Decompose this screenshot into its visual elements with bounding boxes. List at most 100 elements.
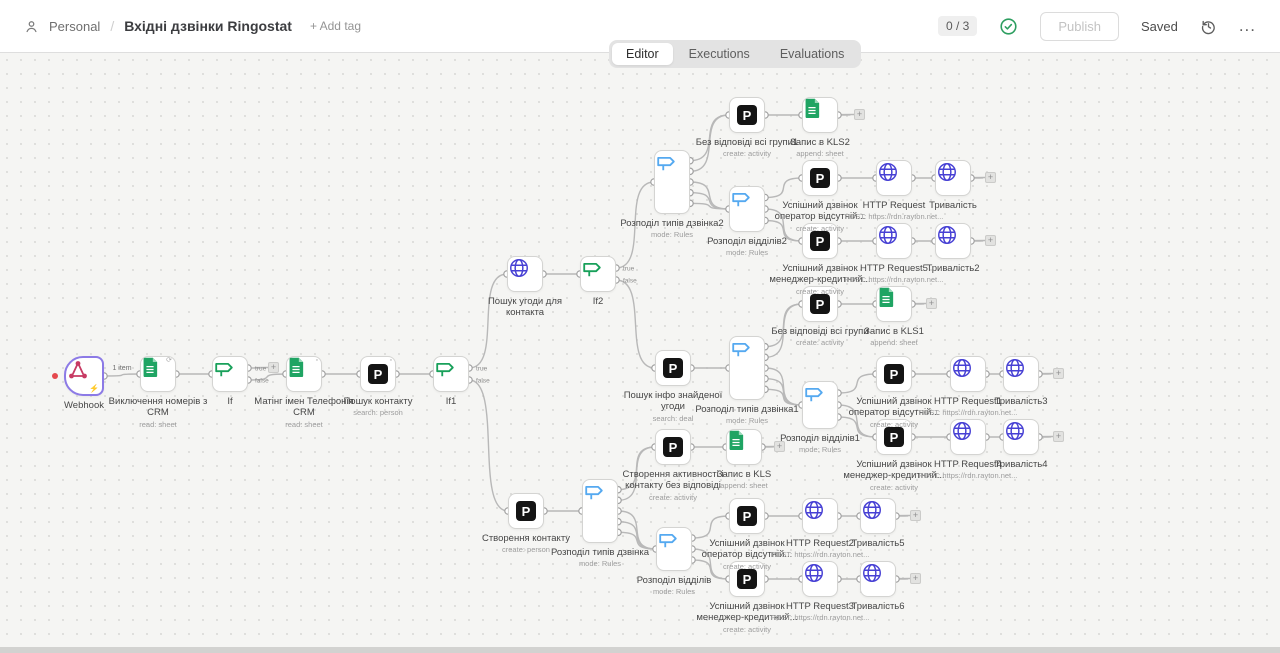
node-switch_types1[interactable] (729, 336, 765, 400)
http-request-globe-icon (938, 226, 956, 244)
http-request-globe-icon (805, 564, 823, 582)
node-switch_dept2[interactable] (729, 186, 765, 232)
node-http_req3[interactable] (802, 561, 838, 597)
canvas-background[interactable] (0, 53, 1280, 653)
edge (689, 181, 730, 210)
edge (103, 373, 141, 377)
add-node-endpoint[interactable]: + (774, 441, 785, 452)
tab-executions[interactable]: Executions (688, 47, 750, 61)
node-search_info[interactable]: P (655, 350, 691, 386)
node-http_req1[interactable] (950, 356, 986, 392)
node-http_req5[interactable] (876, 223, 912, 259)
view-tabs: Editor Executions Evaluations (609, 40, 862, 68)
node-search_deal[interactable] (507, 256, 543, 292)
switch-signpost-icon (732, 192, 750, 207)
node-no_answer1[interactable]: P (729, 97, 765, 133)
edge-items-label: 1 item (112, 365, 131, 372)
port-label: true (255, 365, 267, 372)
add-node-endpoint[interactable]: + (1053, 431, 1064, 442)
switch-signpost-icon (657, 156, 675, 171)
edge (970, 239, 986, 242)
node-create_contact[interactable]: P (508, 493, 544, 529)
edge (764, 219, 803, 242)
node-if1[interactable] (433, 356, 469, 392)
port-label: false (255, 377, 269, 384)
edge (468, 273, 508, 369)
edge (617, 531, 657, 550)
node-if0[interactable] (212, 356, 248, 392)
add-node-endpoint[interactable]: + (268, 362, 279, 373)
edge (970, 176, 986, 179)
add-tag-button[interactable]: + Add tag (309, 19, 361, 33)
edge (764, 388, 803, 406)
port-label: false (623, 277, 637, 284)
edge (691, 548, 730, 580)
node-dur1[interactable] (935, 160, 971, 196)
node-http_req4[interactable] (950, 419, 986, 455)
node-success_op_a[interactable]: P (802, 160, 838, 196)
edge (468, 379, 509, 512)
edge (837, 404, 877, 438)
add-node-endpoint[interactable]: + (910, 510, 921, 521)
tab-editor[interactable]: Editor (612, 43, 673, 65)
node-kls0[interactable] (726, 429, 762, 465)
node-success_mgr_a[interactable]: P (802, 223, 838, 259)
pipedrive-icon: P (810, 168, 830, 188)
node-switch_dept0[interactable] (656, 527, 692, 571)
node-success_mgr_c[interactable]: P (729, 561, 765, 597)
edge (764, 177, 803, 199)
node-dur5[interactable] (860, 498, 896, 534)
switch-signpost-icon (805, 387, 823, 402)
http-request-globe-icon (510, 259, 528, 277)
edge (837, 416, 877, 438)
webhook-icon (69, 361, 87, 379)
add-node-endpoint[interactable]: + (926, 298, 937, 309)
node-switch_types0[interactable] (582, 479, 618, 543)
node-webhook[interactable]: ⚡ (64, 356, 104, 396)
node-dur2[interactable] (935, 223, 971, 259)
edge (764, 208, 803, 242)
http-request-globe-icon (1006, 359, 1024, 377)
add-node-endpoint[interactable]: + (854, 109, 865, 120)
node-dur4[interactable] (1003, 419, 1039, 455)
node-http_req[interactable] (876, 160, 912, 196)
node-success_mgr_b[interactable]: P (876, 419, 912, 455)
add-node-endpoint[interactable]: + (1053, 368, 1064, 379)
port-label: false (476, 377, 490, 384)
node-if2[interactable] (580, 256, 616, 292)
switch-signpost-icon (732, 342, 750, 357)
publish-button[interactable]: Publish (1040, 11, 1119, 41)
node-success_op_c[interactable]: P (729, 498, 765, 534)
http-request-globe-icon (863, 564, 881, 582)
node-excl[interactable]: ⟳ (140, 356, 176, 392)
node-kls2[interactable] (802, 97, 838, 133)
pipedrive-icon: P (663, 437, 683, 457)
node-success_op_b[interactable]: P (876, 356, 912, 392)
edge (689, 202, 730, 210)
history-icon[interactable] (1200, 18, 1217, 35)
node-search_contact[interactable]: P▫ (360, 356, 396, 392)
node-dur3[interactable] (1003, 356, 1039, 392)
node-no_answer0[interactable]: P (802, 286, 838, 322)
more-menu-button[interactable]: ... (1238, 16, 1256, 35)
add-node-endpoint[interactable]: + (985, 172, 996, 183)
node-dur6[interactable] (860, 561, 896, 597)
node-kls1[interactable] (876, 286, 912, 322)
add-node-endpoint[interactable]: + (985, 235, 996, 246)
workflow-title[interactable]: Вхідні дзвінки Ringostat (124, 18, 292, 34)
add-node-endpoint[interactable]: + (910, 573, 921, 584)
edge (615, 279, 656, 369)
node-create_activity_nc[interactable]: P (655, 429, 691, 465)
trigger-bolt-icon: ⚡ (89, 384, 99, 393)
node-mapping[interactable]: ▫ (286, 356, 322, 392)
pipedrive-icon: P (516, 501, 536, 521)
node-http_req2[interactable] (802, 498, 838, 534)
node-switch_dept1[interactable] (802, 381, 838, 429)
check-circle-icon[interactable] (999, 17, 1018, 36)
if-signpost-icon (215, 362, 233, 377)
breadcrumb-project[interactable]: Personal (49, 18, 101, 34)
tab-evaluations[interactable]: Evaluations (779, 47, 845, 61)
node-switch_types2[interactable] (654, 150, 690, 214)
pipedrive-icon: P (737, 506, 757, 526)
